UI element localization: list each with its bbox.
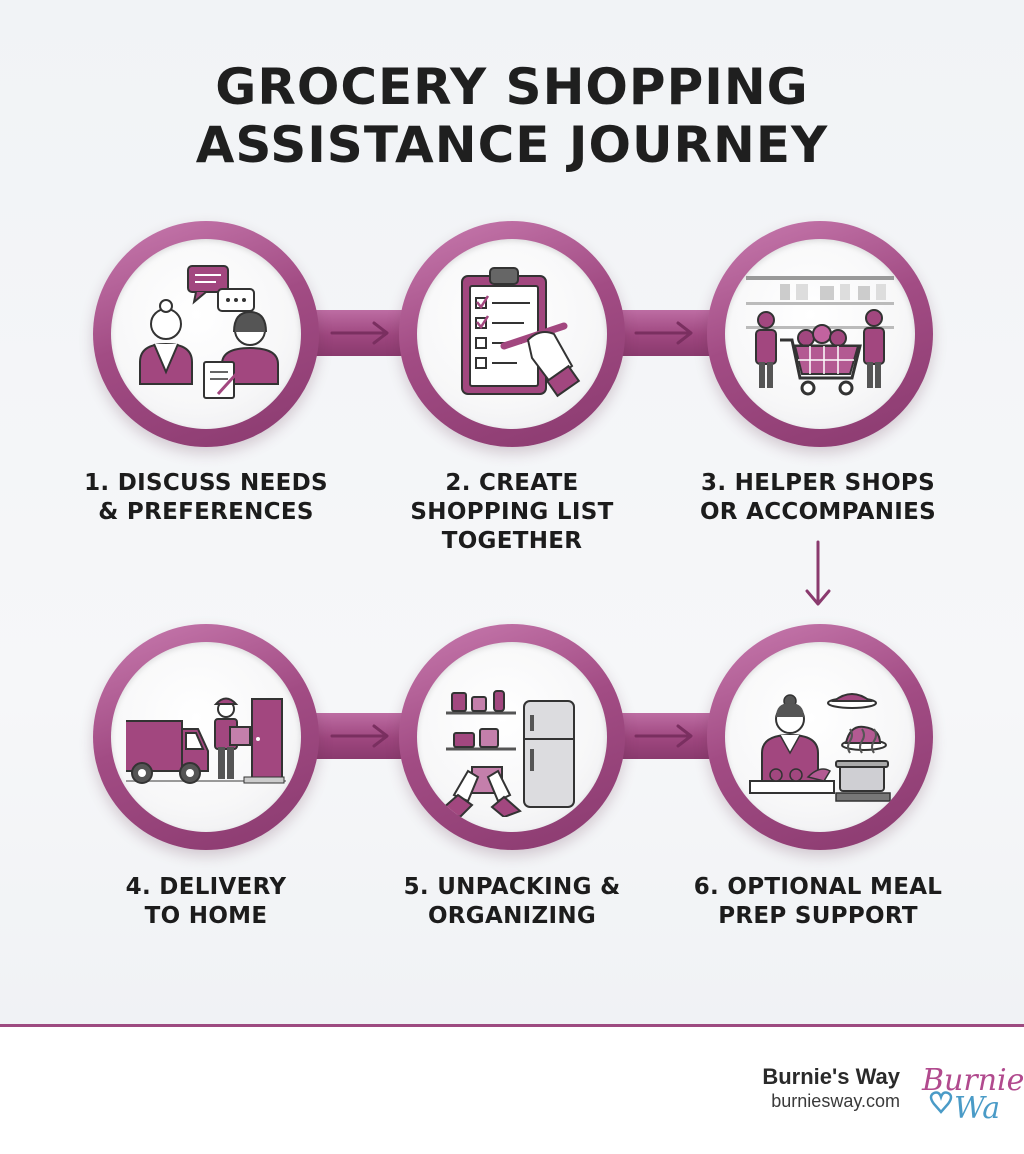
arrow-right-icon bbox=[634, 724, 693, 748]
title-line-2: ASSISTANCE JOURNEY bbox=[195, 116, 829, 174]
arrow-right-icon bbox=[330, 321, 389, 345]
footer-divider bbox=[0, 1024, 1024, 1027]
step-4-label: 4. DELIVERY TO HOME bbox=[125, 874, 287, 929]
step-4-node bbox=[93, 624, 319, 850]
refrigerator-icon bbox=[440, 690, 575, 817]
arrow-right-icon bbox=[634, 321, 693, 345]
step-3-node bbox=[707, 221, 933, 447]
burnies-way-logo: Burnie Wa bbox=[921, 1063, 1024, 1126]
conversation-icon bbox=[139, 265, 279, 399]
step-6-label: 6. OPTIONAL MEAL PREP SUPPORT bbox=[693, 874, 943, 929]
clipboard-checklist-icon bbox=[461, 267, 581, 398]
title-line-1: GROCERY SHOPPING bbox=[215, 58, 809, 116]
step-5-node bbox=[399, 624, 625, 850]
page-title: GROCERY SHOPPING ASSISTANCE JOURNEY bbox=[0, 58, 1024, 174]
step-5-label: 5. UNPACKING & ORGANIZING bbox=[403, 874, 621, 929]
brand-url[interactable]: burniesway.com bbox=[771, 1091, 900, 1111]
shopping-cart-icon bbox=[746, 276, 894, 396]
step-2-label: 2. CREATE SHOPPING LIST TOGETHER bbox=[410, 470, 614, 554]
step-1-label: 1. DISCUSS NEEDS & PREFERENCES bbox=[84, 470, 328, 525]
brand-name: Burnie's Way bbox=[762, 1064, 900, 1089]
footer bbox=[0, 1027, 1024, 1154]
step-6-node bbox=[707, 624, 933, 850]
arrow-right-icon bbox=[330, 724, 389, 748]
delivery-truck-icon bbox=[126, 697, 286, 784]
cooking-icon bbox=[749, 693, 891, 802]
step-2-node bbox=[399, 221, 625, 447]
svg-text:Wa: Wa bbox=[954, 1091, 1000, 1126]
arrow-down-icon bbox=[805, 540, 831, 606]
step-1-node bbox=[93, 221, 319, 447]
step-3-label: 3. HELPER SHOPS OR ACCOMPANIES bbox=[699, 470, 937, 525]
